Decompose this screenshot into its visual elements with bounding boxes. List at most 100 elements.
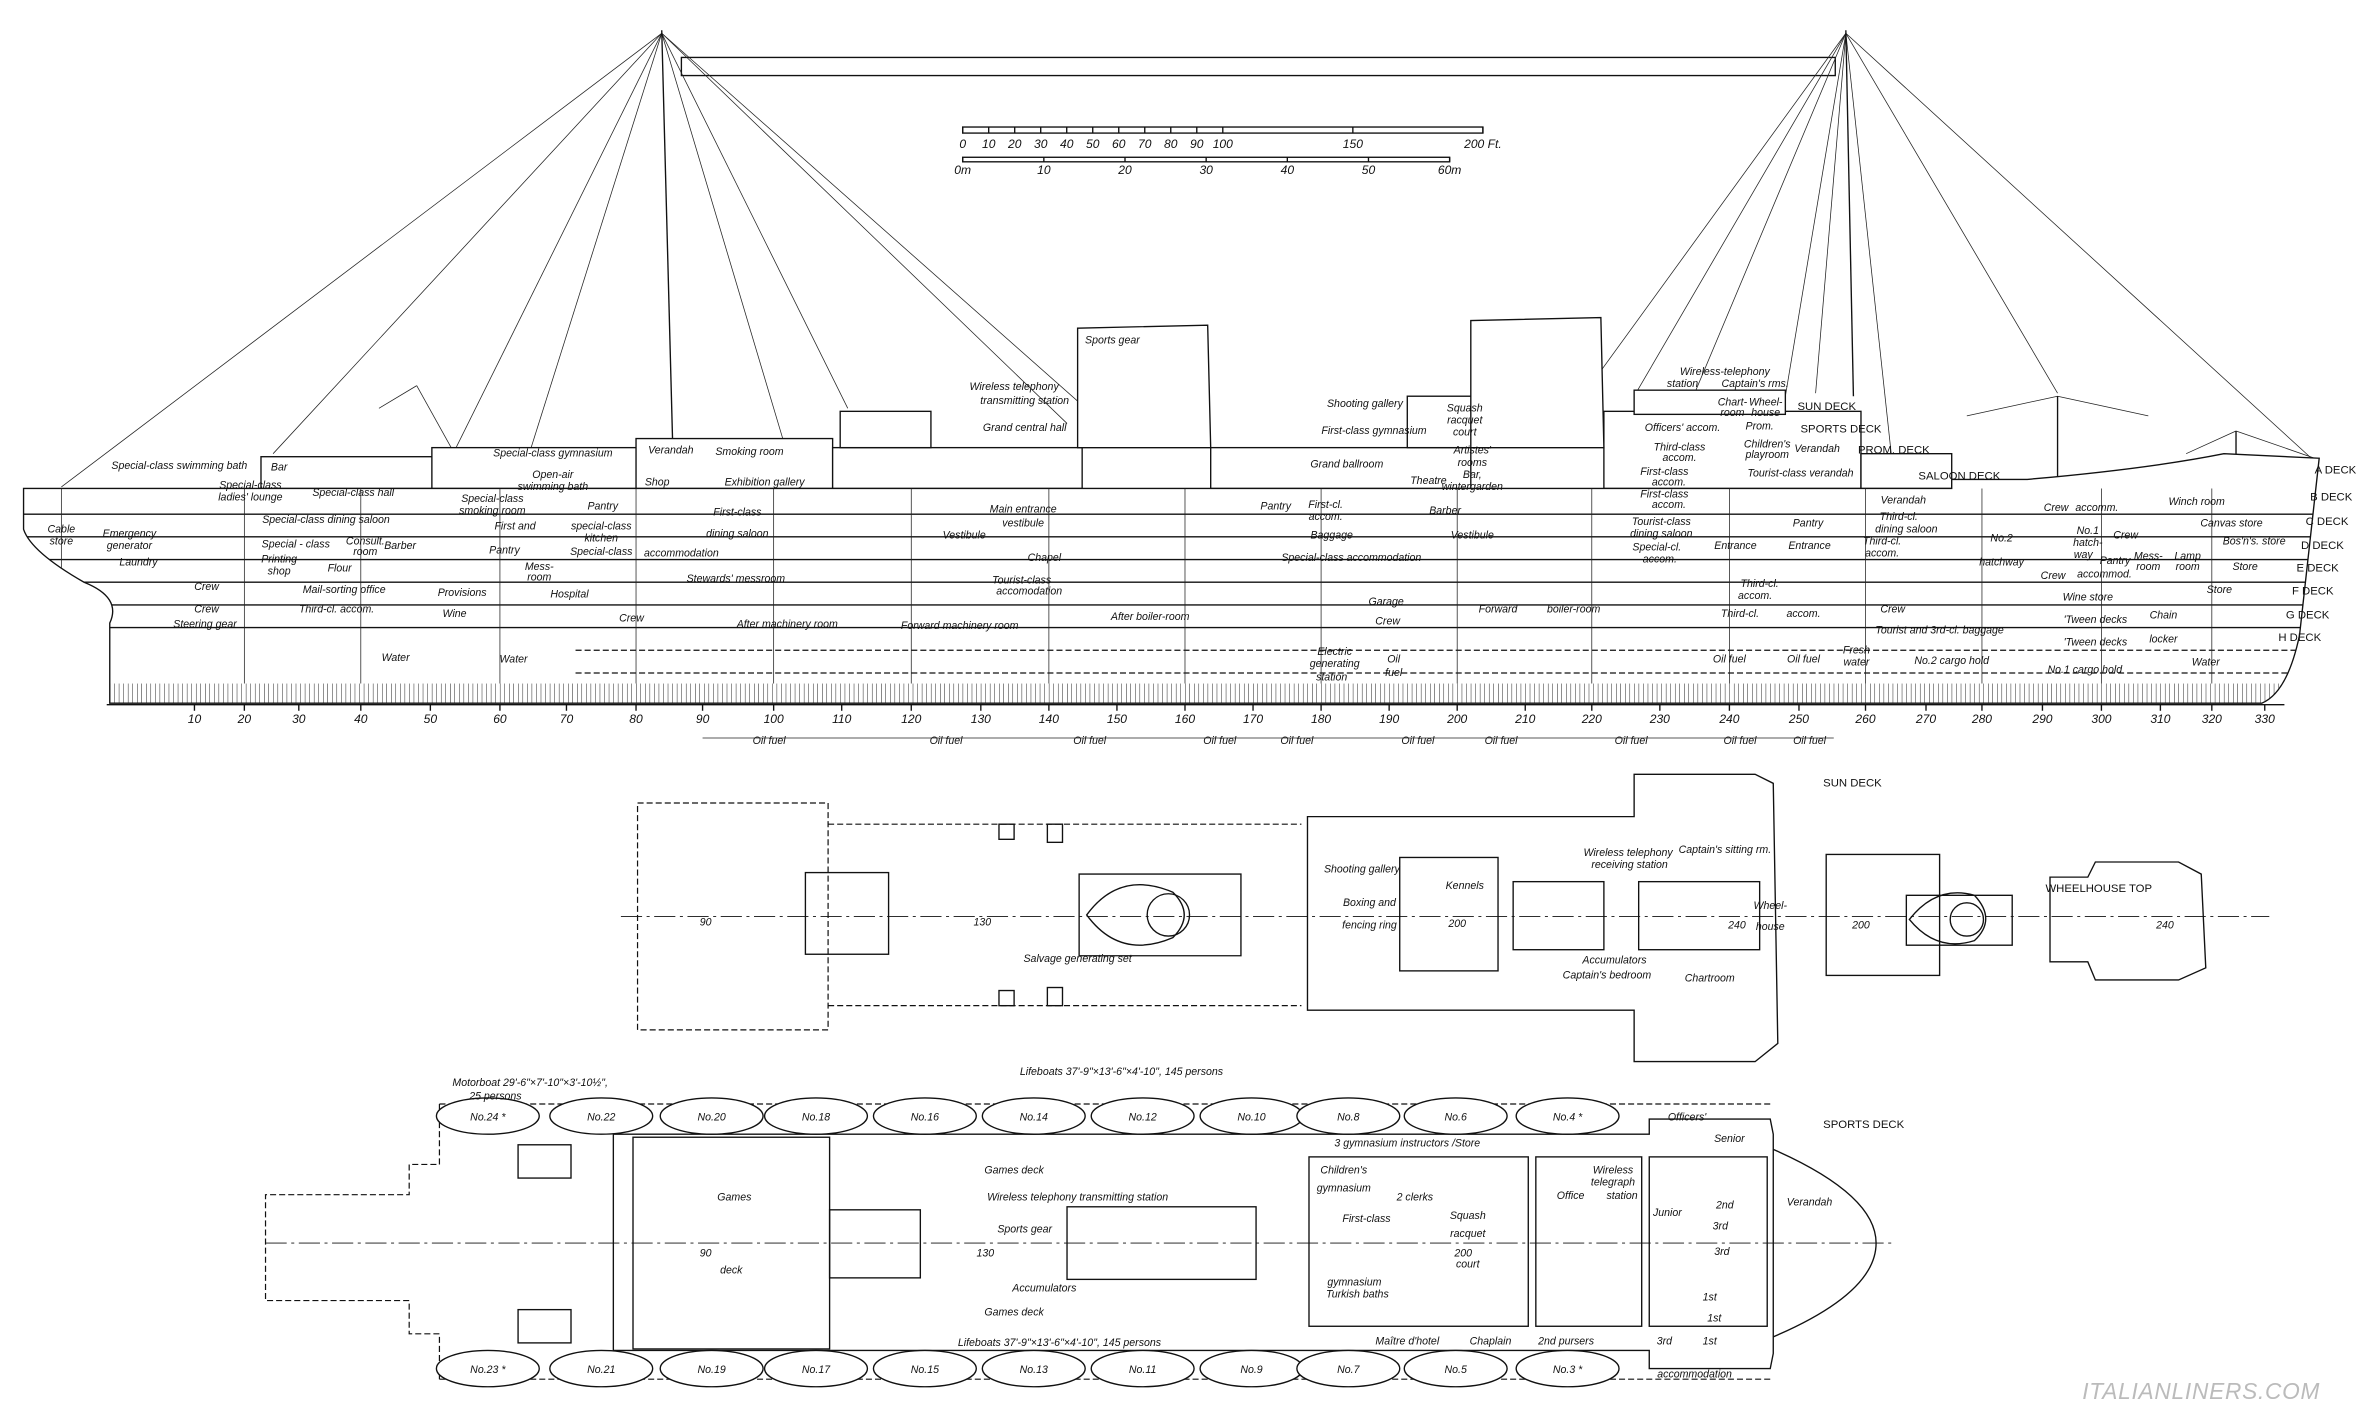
room-label: Store [2207,584,2232,596]
room-label: Squash [1447,402,1483,414]
room-label: accom. [1652,476,1686,488]
room-label: Barber [384,540,416,552]
room-label: Water [500,653,528,665]
room-label: Officers' accom. [1645,422,1721,434]
room-label: accom. [1643,554,1677,566]
lifeboat [1090,1097,1195,1135]
plan-label: Games deck [984,1165,1044,1177]
room-label: locker [2149,634,2178,646]
room-label: Special-class [461,493,524,505]
frame-number: 100 [764,712,784,726]
room-label: dining saloon [1875,523,1937,535]
lifeboat [872,1097,977,1135]
room-label: station [1667,378,1698,390]
plan-label: receiving station [1591,859,1668,871]
scale-label-feet: 100 [1213,137,1233,151]
plan-label: 200 [1851,920,1870,932]
room-label: Wine store [2063,591,2114,603]
lifeboat [763,1349,869,1388]
lifeboat-number: No.20 [698,1112,726,1124]
room-label: Third-cl. [1880,511,1918,523]
frame-number: 50 [424,712,438,726]
oil-fuel-span-label: Oil fuel [930,735,964,747]
lifeboat-number: No.3 * [1553,1364,1583,1376]
room-label: room [527,572,551,584]
room-label: No.1 [2077,525,2099,537]
lifeboat [1296,1349,1401,1388]
plan-label: Chartroom [1685,972,1735,984]
room-label: racquet [1447,414,1483,426]
plan-label: 1st [1703,1292,1718,1304]
plan-label: racquet [1450,1228,1486,1240]
scale-label-feet: 30 [1034,137,1048,151]
room-label: accom. [1309,511,1343,523]
room-label: Tourist-class [992,575,1052,587]
room-label: Shooting gallery [1327,398,1404,410]
plan-label: Games [717,1192,752,1204]
plan-label: 90 [700,917,712,929]
room-label: Oil fuel [1713,653,1747,665]
plan-label: Wireless telephony [1583,847,1673,859]
room-label: Chart- [1718,396,1748,408]
room-label: Chain [2150,610,2178,622]
room-label: No.1 cargo hold [2047,664,2123,676]
room-label: Garage [1368,596,1403,608]
room-label: Smoking room [715,446,783,458]
motorboat-note: Motorboat 29'-6"×7'-10"×3'-10½", [452,1077,608,1089]
lifeboat-number: No.14 [1020,1112,1048,1124]
room-label: Crew [2041,570,2067,582]
oil-fuel-span-label: Oil fuel [1793,735,1827,747]
room-label: accom. [1738,590,1772,602]
frame-number: 200 [1446,712,1467,726]
plan-label: gymnasium [1327,1276,1381,1288]
room-label: house [1751,407,1780,419]
frame-number: 20 [237,712,252,726]
frame-number: 160 [1175,712,1195,726]
aft-mast [661,30,675,489]
lifeboat [981,1349,1086,1388]
scale-label-feet: 10 [982,137,996,151]
plan-label: 3rd [1657,1335,1673,1347]
frame-number: 300 [2091,712,2111,726]
room-label: fuel [1385,667,1403,679]
plan-label: 2 clerks [1396,1192,1434,1204]
plan-label: Verandah [1787,1196,1833,1208]
plan-label: Salvage generating set [1024,953,1133,965]
room-label: Open-air [532,469,574,481]
room-label: First-cl. [1308,499,1343,511]
frame-number: 280 [1971,712,1992,726]
room-label: Crew [2044,502,2070,514]
plan-label: Captain's sitting rm. [1679,844,1772,856]
room-label: Pantry [1260,501,1291,513]
deck-label: C DECK [2306,516,2349,528]
scale-label-feet: 40 [1060,137,1074,151]
lifeboat [659,1097,764,1135]
room-label: No.2 [1990,532,2012,544]
room-label: Verandah [1881,495,1927,507]
room-label: Theatre [1410,475,1447,487]
frame-number: 40 [354,712,368,726]
room-label: Special-class hall [312,487,394,499]
scale-label-feet: 90 [1190,137,1204,151]
room-label: Oil fuel [1787,653,1821,665]
plan-label: 240 [2155,920,2174,932]
plan-label: house [1756,921,1785,933]
plan-label: Office [1557,1190,1585,1202]
frame-number: 240 [1718,712,1739,726]
room-label: Water [2192,656,2220,668]
room-label: accomm. [2075,502,2118,514]
room-label: accomodation [996,585,1062,597]
room-label: accom. [1786,608,1820,620]
plan-label: 130 [977,1248,995,1260]
frame-number: 140 [1039,712,1059,726]
room-label: After boiler-room [1110,611,1190,623]
room-label: Emergency [103,528,157,540]
oil-fuel-span-label: Oil fuel [1485,735,1519,747]
scale-label-feet: 0 [959,137,966,151]
plan-label: Accumulators [1011,1282,1077,1294]
plan-label: 130 [974,917,992,929]
room-label: Fresh [1843,644,1870,656]
